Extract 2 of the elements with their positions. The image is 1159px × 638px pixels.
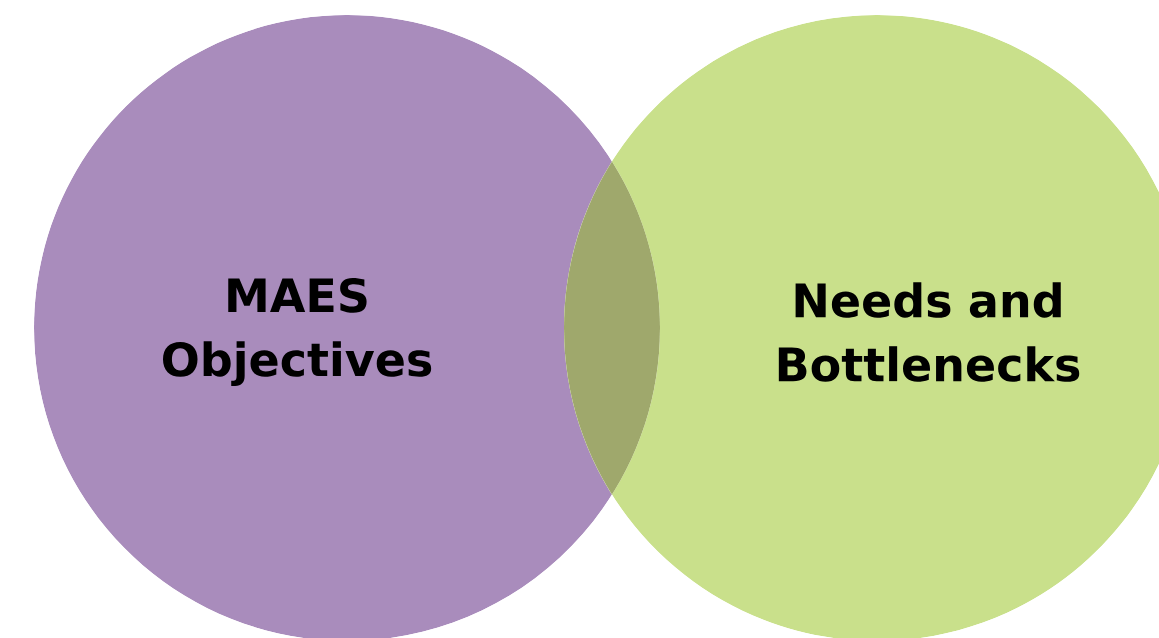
circle-label: MAES Objectives	[163, 277, 432, 387]
circle-label: Needs and Bottlenecks	[778, 282, 1080, 382]
